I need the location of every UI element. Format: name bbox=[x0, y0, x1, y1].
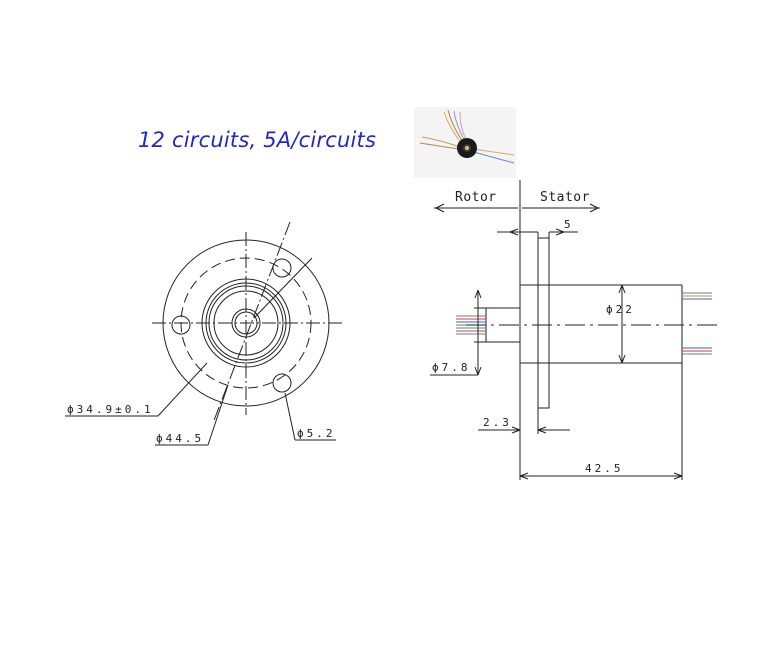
front-view bbox=[152, 221, 342, 424]
dim-body: ϕ22 bbox=[606, 303, 635, 316]
product-photo bbox=[414, 107, 516, 178]
dim-length: 42.5 bbox=[585, 462, 624, 475]
diagram-title: 12 circuits, 5A/circuits bbox=[138, 128, 377, 152]
dim-shaft: ϕ7.8 bbox=[432, 361, 471, 374]
dim-inner-circle: ϕ34.9±0.1 bbox=[67, 403, 154, 416]
dim-flange-thickness: 5 bbox=[564, 218, 574, 231]
dim-offset: 2.3 bbox=[483, 416, 512, 429]
dim-hole: ϕ5.2 bbox=[297, 427, 336, 440]
side-view bbox=[456, 237, 720, 409]
dim-flange: ϕ44.5 bbox=[156, 432, 204, 445]
stator-label: Stator bbox=[540, 190, 590, 205]
rotor-label: Rotor bbox=[455, 190, 497, 205]
